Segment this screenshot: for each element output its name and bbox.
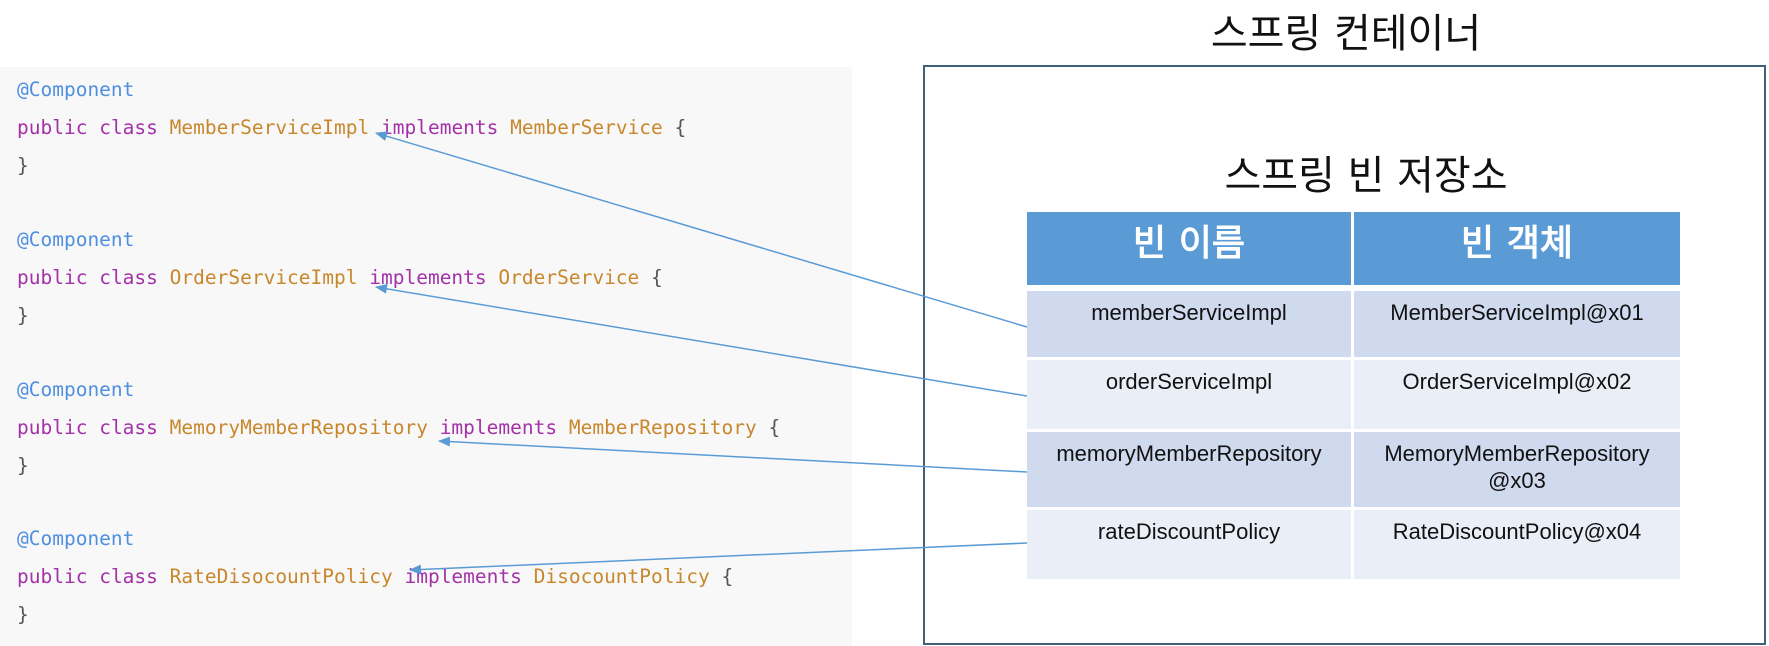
code-close-brace: } <box>17 600 29 630</box>
keyword: public <box>17 565 88 588</box>
interface-name: DisocountPolicy <box>533 565 710 588</box>
interface-name: OrderService <box>498 266 640 289</box>
code-annotation-line: @Component <box>17 225 134 255</box>
brace: } <box>17 603 29 626</box>
code-annotation-line: @Component <box>17 75 134 105</box>
code-close-brace: } <box>17 451 29 481</box>
keyword: implements <box>381 116 499 139</box>
interface-name: MemberService <box>510 116 663 139</box>
code-panel <box>0 67 852 646</box>
brace: { <box>651 266 663 289</box>
keyword: class <box>99 565 158 588</box>
brace: } <box>17 304 29 327</box>
keyword: implements <box>439 416 558 439</box>
bean-repository-title: 스프링 빈 저장소 <box>1224 153 1508 199</box>
bean-table: 빈 이름 빈 객체 memberServiceImpl MemberServic… <box>1027 212 1680 579</box>
interface-name: MemberRepository <box>568 416 757 439</box>
annotation: @Component <box>17 378 135 401</box>
brace: } <box>17 454 29 477</box>
arrow-member-service <box>375 131 1028 328</box>
annotation: @Component <box>17 527 135 550</box>
code-class-declaration: public class OrderServiceImpl implements… <box>17 263 663 293</box>
keyword: class <box>99 266 158 289</box>
class-name: RateDisocountPolicy <box>169 565 393 588</box>
code-class-declaration: public class MemoryMemberRepository impl… <box>17 413 780 443</box>
code-close-brace: } <box>17 301 29 331</box>
annotation: @Component <box>17 78 135 101</box>
header-bean-name: 빈 이름 <box>1027 212 1351 285</box>
container-title: 스프링 컨테이너 <box>1210 11 1482 57</box>
arrow-order-service <box>375 283 1028 397</box>
keyword: public <box>17 266 88 289</box>
arrow-discount-policy <box>409 542 1028 575</box>
annotation: @Component <box>17 228 135 251</box>
class-name: MemoryMemberRepository <box>169 416 428 439</box>
brace: } <box>17 154 29 177</box>
bean-object-cell: MemoryMemberRepository @x03 <box>1354 432 1680 507</box>
bean-object-cell: OrderServiceImpl@x02 <box>1354 360 1680 429</box>
bean-name-cell: memberServiceImpl <box>1027 291 1351 357</box>
keyword: public <box>17 416 88 439</box>
bean-object-cell: RateDiscountPolicy@x04 <box>1354 510 1680 579</box>
class-name: MemberServiceImpl <box>169 116 370 139</box>
code-annotation-line: @Component <box>17 375 134 405</box>
brace: { <box>768 416 781 439</box>
header-bean-object: 빈 객체 <box>1354 212 1680 285</box>
bean-name-cell: memoryMemberRepository <box>1027 432 1351 507</box>
bean-name-cell: orderServiceImpl <box>1027 360 1351 429</box>
code-class-declaration: public class MemberServiceImpl implement… <box>17 113 686 143</box>
arrow-member-repository <box>438 436 1028 473</box>
code-class-declaration: public class RateDisocountPolicy impleme… <box>17 562 733 592</box>
brace: { <box>721 565 734 588</box>
bean-name-cell: rateDiscountPolicy <box>1027 510 1351 579</box>
class-name: OrderServiceImpl <box>169 266 358 289</box>
code-annotation-line: @Component <box>17 524 134 554</box>
bean-object-cell: MemberServiceImpl@x01 <box>1354 291 1680 357</box>
keyword: implements <box>369 266 487 289</box>
code-close-brace: } <box>17 151 29 181</box>
keyword: implements <box>404 565 522 588</box>
keyword: class <box>99 116 158 139</box>
keyword: public <box>17 116 88 139</box>
keyword: class <box>99 416 158 439</box>
brace: { <box>674 116 687 139</box>
